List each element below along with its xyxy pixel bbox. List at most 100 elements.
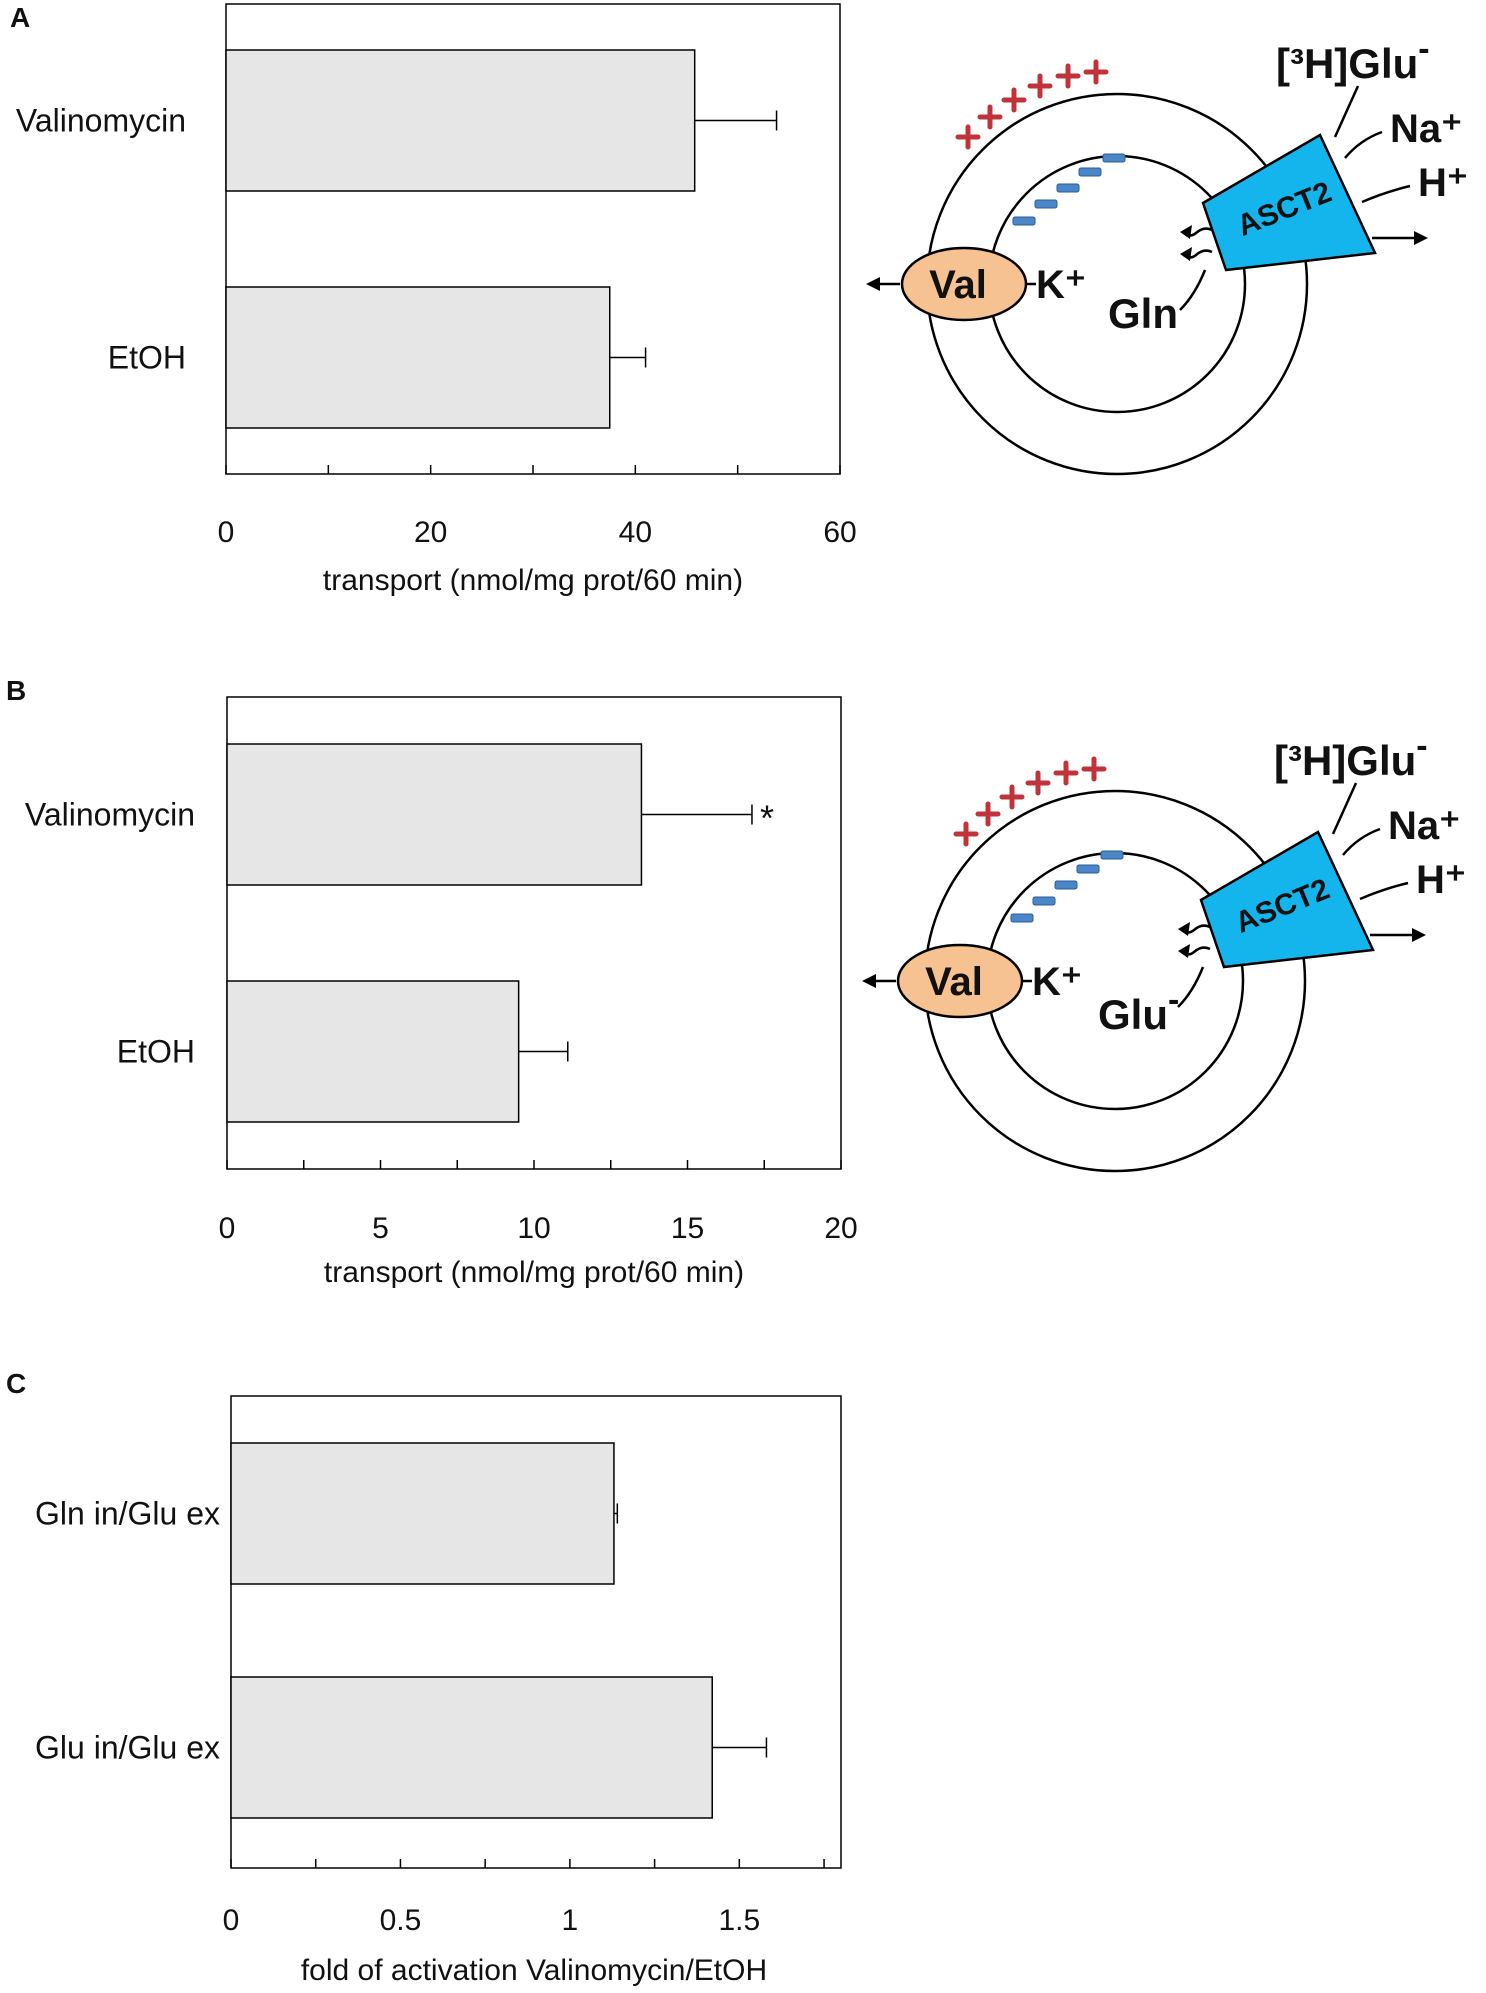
internal-label-a: Gln — [1108, 290, 1178, 337]
squiggle-head-2-b — [1178, 944, 1190, 958]
h-wire-b — [1359, 881, 1409, 901]
plot-c: Gln in/Glu ex Glu in/Glu ex 0 0.5 1 1.5 — [35, 1442, 825, 1937]
plus-charge-1-0 — [953, 821, 979, 847]
substrate-label-a: [³H]Glu- — [1276, 30, 1430, 87]
x-axis-label-b: transport (nmol/mg prot/60 min) — [324, 1256, 744, 1289]
plus-charge-1-5 — [1081, 756, 1107, 782]
internal-label-b: Glu- — [1098, 981, 1179, 1038]
efflux-arrowhead-b — [1412, 928, 1426, 942]
tick-label-c-0: 0 — [223, 1904, 240, 1937]
minus-charge-1-0 — [1010, 913, 1034, 923]
plus-charge-0-4 — [1055, 63, 1081, 89]
substrate-wire-b — [1331, 782, 1358, 835]
substrate-label-b: [³H]Glu- — [1274, 727, 1428, 784]
glu-wire-b — [1177, 966, 1205, 1008]
x-axis-label-a: transport (nmol/mg prot/60 min) — [323, 564, 743, 597]
na-wire-b — [1342, 827, 1381, 856]
bar-b-1 — [226, 980, 520, 1123]
bar-a-1 — [225, 286, 611, 429]
asct2-transporter-a: ASCT2 — [1201, 133, 1377, 272]
panel-c: C Gln in/Glu ex Glu in/Glu ex 0 0.5 1 1.5 fol… — [6, 1368, 842, 1987]
plus-charge-1-3 — [1025, 770, 1051, 796]
plus-charge-0-5 — [1083, 59, 1109, 85]
minus-charge-0-3 — [1078, 167, 1102, 177]
minus-charge-1-2 — [1054, 880, 1078, 890]
x-axis-label-c: fold of activation Valinomycin/EtOH — [301, 1954, 767, 1987]
tick-label-a-2: 40 — [619, 516, 652, 549]
bar-a-0 — [225, 49, 696, 192]
tick-label-c-1: 0.5 — [380, 1904, 422, 1937]
panel-label-c: C — [6, 1368, 26, 1399]
val-arrowhead-a — [866, 277, 880, 291]
squiggle-head-1-b — [1178, 922, 1190, 936]
tick-label-b-4: 20 — [824, 1212, 857, 1245]
panel-label-b: B — [6, 675, 26, 706]
significance-marker-b-0: * — [760, 798, 774, 839]
tick-label-a-1: 20 — [414, 516, 447, 549]
plus-charge-0-0 — [955, 124, 981, 150]
category-label-c-0: Gln in/Glu ex — [35, 1496, 220, 1532]
plot-b: Valinomycin * EtOH 0 5 10 15 20 — [25, 743, 858, 1245]
category-label-a-0: Valinomycin — [16, 103, 186, 139]
minus-charge-0-1 — [1034, 199, 1058, 209]
bar-c-0 — [230, 1442, 615, 1585]
plot-frame-c — [230, 1395, 842, 1869]
tick-label-b-1: 5 — [372, 1212, 389, 1245]
h-wire-a — [1361, 184, 1411, 204]
na-wire-a — [1344, 130, 1383, 159]
plus-charge-0-2 — [1001, 87, 1027, 113]
tick-label-c-2: 1 — [562, 1904, 579, 1937]
efflux-arrowhead-a — [1414, 231, 1428, 245]
transport-diagram-a: ASCT2 [³H]Glu- Na⁺ H⁺ Val K⁺ Gln — [866, 30, 1468, 476]
tick-label-b-2: 10 — [517, 1212, 550, 1245]
plus-charge-1-4 — [1053, 760, 1079, 786]
minus-charge-0-2 — [1056, 183, 1080, 193]
asct2-shape-b — [1199, 830, 1375, 969]
na-ion-b: Na⁺ — [1388, 804, 1460, 848]
category-label-b-0: Valinomycin — [25, 797, 195, 833]
val-label-b: Val — [925, 960, 983, 1004]
plus-charge-1-1 — [975, 801, 1001, 827]
minus-charge-1-3 — [1076, 864, 1100, 874]
tick-label-b-3: 15 — [671, 1212, 704, 1245]
plus-charge-1-2 — [999, 784, 1025, 810]
bar-c-1 — [230, 1676, 713, 1819]
k-ion-a: K⁺ — [1036, 263, 1086, 307]
squiggle-head-2-a — [1180, 247, 1192, 261]
positive-charges-b — [953, 756, 1107, 847]
asct2-shape-a — [1201, 133, 1377, 272]
minus-charge-1-4 — [1100, 850, 1124, 860]
minus-charge-0-0 — [1012, 216, 1036, 226]
transport-diagram-b: ASCT2 [³H]Glu- Na⁺ H⁺ Val K⁺ Glu- — [862, 727, 1466, 1173]
tick-label-b-0: 0 — [219, 1212, 236, 1245]
negative-charges-b — [1010, 850, 1124, 923]
na-ion-a: Na⁺ — [1390, 107, 1462, 151]
negative-charges-a — [1012, 153, 1126, 226]
category-label-b-1: EtOH — [117, 1034, 195, 1070]
minus-charge-1-1 — [1032, 896, 1056, 906]
plus-charge-0-3 — [1027, 73, 1053, 99]
bar-b-0 — [226, 743, 643, 886]
asct2-transporter-b: ASCT2 — [1199, 830, 1375, 969]
tick-label-a-3: 60 — [823, 516, 856, 549]
tick-label-a-0: 0 — [218, 516, 235, 549]
positive-charges-a — [955, 59, 1109, 150]
minus-charge-0-4 — [1102, 153, 1126, 163]
plus-charge-0-1 — [977, 104, 1003, 130]
gln-wire-a — [1179, 269, 1207, 311]
h-ion-b: H⁺ — [1416, 858, 1466, 902]
tick-label-c-3: 1.5 — [718, 1904, 760, 1937]
category-label-a-1: EtOH — [108, 340, 186, 376]
val-arrowhead-b — [862, 974, 876, 988]
k-ion-b: K⁺ — [1032, 960, 1082, 1004]
h-ion-a: H⁺ — [1418, 161, 1468, 205]
substrate-wire-a — [1333, 85, 1360, 138]
val-label-a: Val — [929, 263, 987, 307]
category-label-c-1: Glu in/Glu ex — [35, 1730, 220, 1766]
panel-b: B Valinomycin * EtOH 0 5 10 15 20 transport (nm… — [6, 675, 858, 1289]
panel-label-a: A — [10, 2, 30, 33]
squiggle-head-1-a — [1180, 225, 1192, 239]
